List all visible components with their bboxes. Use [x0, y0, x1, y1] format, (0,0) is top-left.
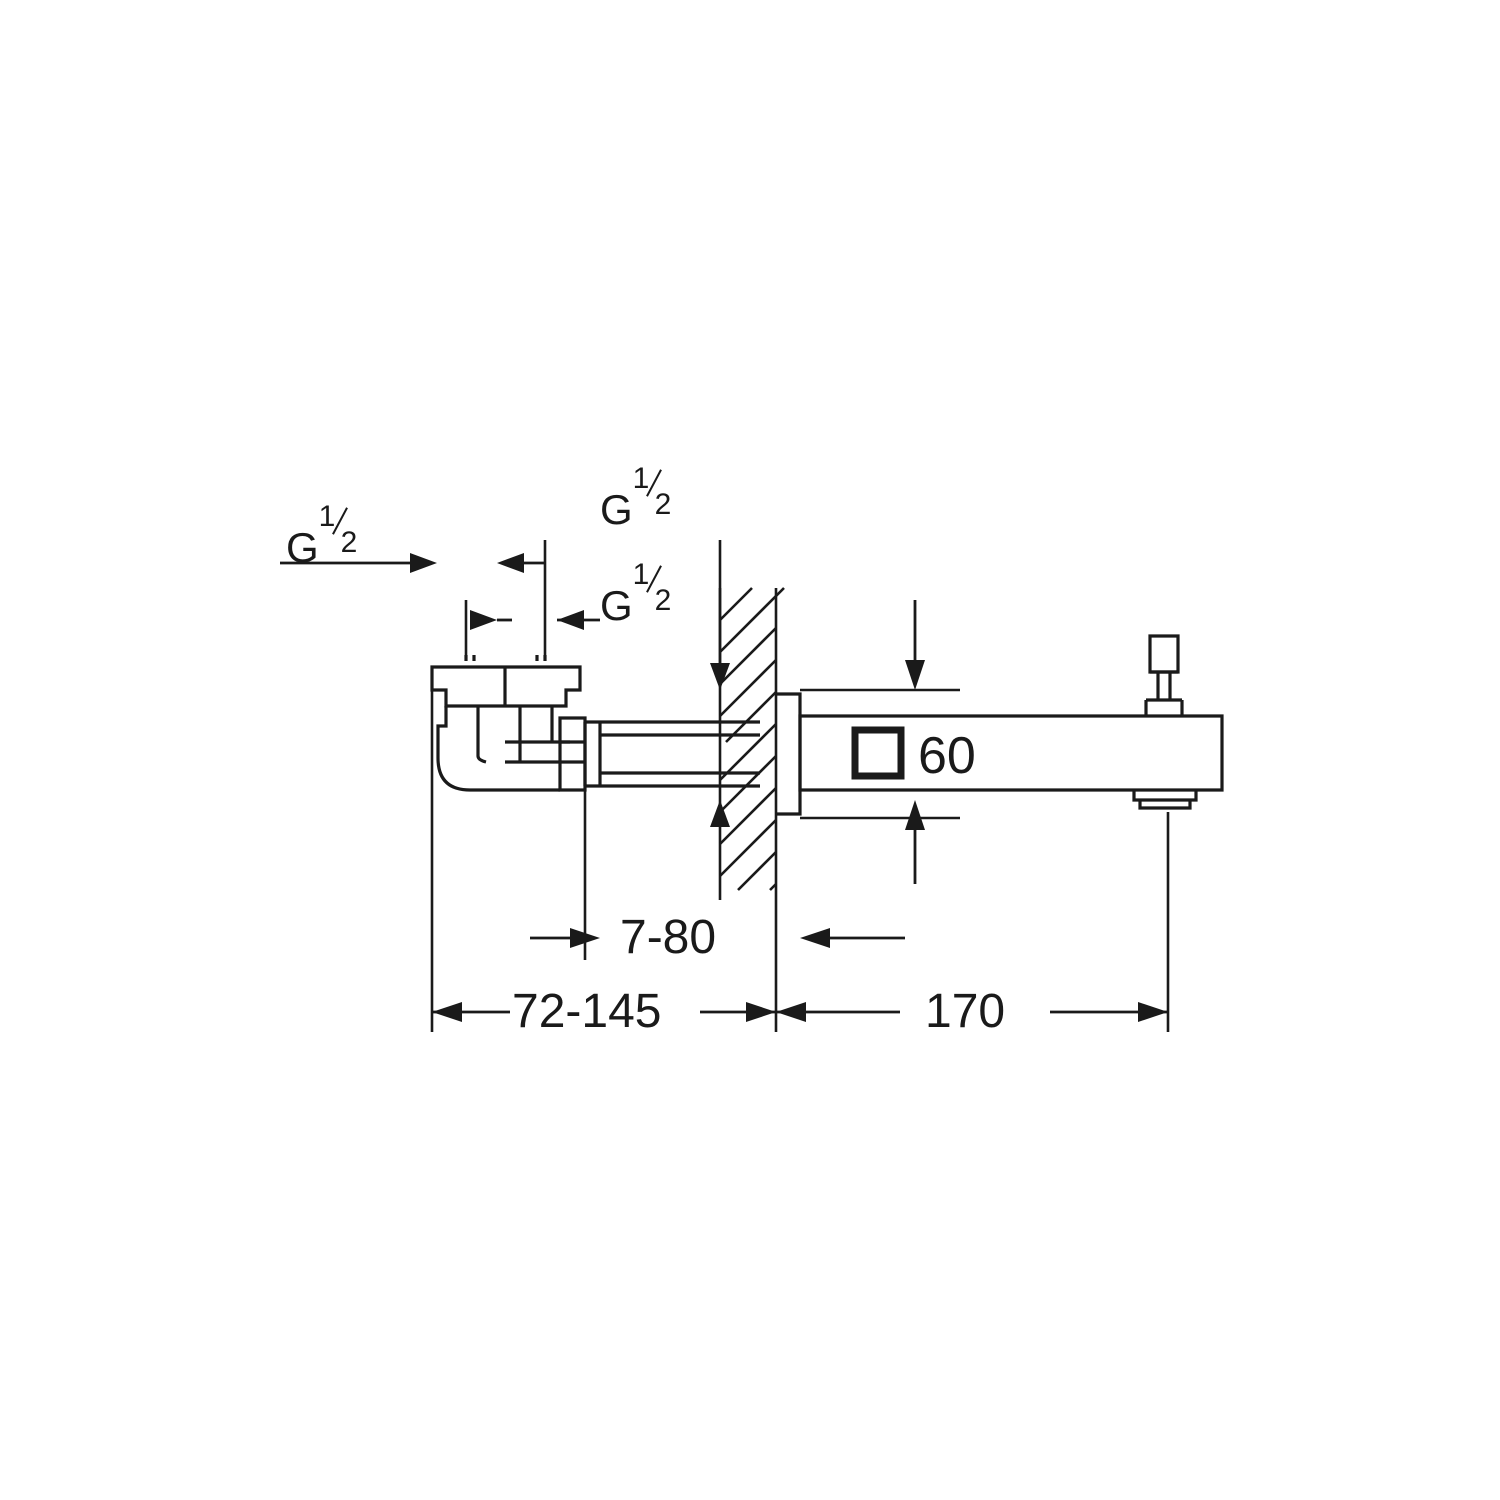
spout-body: [776, 634, 1224, 816]
eccentric-connector: [430, 655, 760, 792]
dimension-depth-range: 7-80: [620, 911, 717, 964]
wall-hatching: [718, 587, 785, 900]
thread-prefix: G: [600, 582, 633, 629]
extension-lines: [430, 540, 1170, 1032]
dimension-projection: 170: [925, 985, 1006, 1038]
thread-prefix: G: [286, 524, 319, 571]
dimension-lines: [280, 553, 1168, 1022]
thread-prefix: G: [600, 486, 633, 533]
dimension-square-60: 60: [918, 727, 976, 785]
dimension-length-range: 72-145: [512, 985, 662, 1038]
square-icon: [851, 726, 905, 780]
